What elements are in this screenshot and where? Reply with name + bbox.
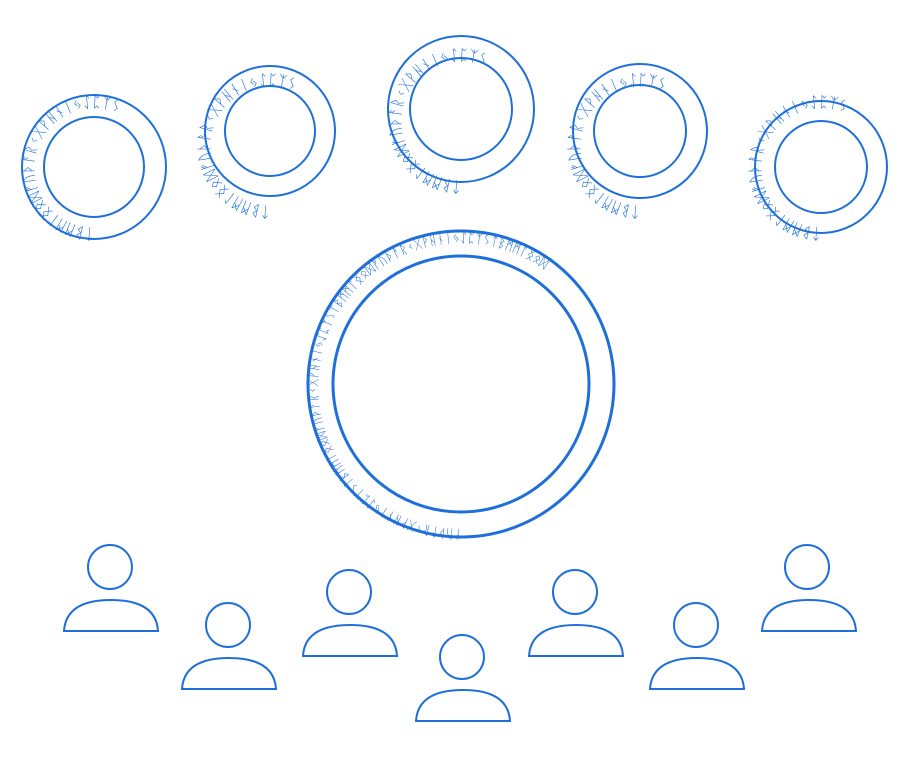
rune-ring-outer-circle bbox=[387, 35, 535, 183]
person-head bbox=[552, 569, 598, 615]
person-icon bbox=[648, 602, 746, 690]
large-rune-ring: ᚠᚢᚦᚨᚱᚲᚷᚹᚺᚾᛁᛃᛇᛈᛉᛊᛏᛒᛗᛗᛚᛝᛟᛞᚠᚢᚦᚨᚱᚲᚷᚹᚺᚾᛁᛃᛇᛈᛉᛊ… bbox=[305, 229, 616, 542]
rune-ring-inner-circle bbox=[43, 116, 145, 218]
person-body bbox=[301, 623, 399, 657]
large-ring-outer-circle bbox=[306, 229, 616, 539]
person-head bbox=[673, 602, 719, 648]
rune-ring-outer-circle bbox=[572, 63, 708, 199]
rune-ring-text: ᛏᛒᛗᛗᛚᛝᛟᛞᚠᚢᚦᚨᚱᚲᚷᚹᚺᚾᛁᛃᛇᛈᛉᛊ bbox=[386, 46, 490, 196]
person-body bbox=[180, 656, 278, 690]
rune-ring-outer-circle bbox=[21, 94, 167, 240]
rune-ring-outer-circle bbox=[754, 100, 888, 234]
rune-ring-inner-circle bbox=[593, 84, 687, 178]
person-icon bbox=[62, 544, 160, 632]
rune-ring-inner-circle bbox=[409, 57, 513, 161]
rune-ring-4: ᛏᛒᛗᛗᛚᛝᛟᛞᚠᚢᚦᚨᚱᚲᚷᚹᚺᚾᛁᛃᛇᛈᛉᛊ bbox=[565, 63, 708, 221]
rune-ring-inner-circle bbox=[774, 120, 868, 214]
rune-ring-text: ᛏᛒᛗᛗᛚᛝᛟᛞᚠᚢᚦᚨᚱᚲᚷᚹᚺᚾᛁᛃᛇᛈᛉᛊ bbox=[565, 71, 669, 221]
person-icon bbox=[414, 634, 512, 722]
person-body bbox=[414, 688, 512, 722]
rune-ring-5: ᛏᛒᛗᛗᛚᛝᛟᛞᚠᚢᚦᚨᚱᚲᚷᚹᚺᚾᛁᛃᛇᛈᛉᛊ bbox=[746, 93, 888, 243]
rune-ring-inner-circle bbox=[224, 85, 316, 177]
rune-ring-3: ᛏᛒᛗᛗᛚᛝᛟᛞᚠᚢᚦᚨᚱᚲᚷᚹᚺᚾᛁᛃᛇᛈᛉᛊ bbox=[386, 35, 535, 196]
rune-ring-1: ᛏᛒᛗᛗᛚᛝᛟᛞᚠᚢᚦᚨᚱᚲᚷᚹᚺᚾᛁᛃᛇᛈᛉᛊ bbox=[19, 93, 167, 243]
rune-ring-text: ᛏᛒᛗᛗᛚᛝᛟᛞᚠᚢᚦᚨᚱᚲᚷᚹᚺᚾᛁᛃᛇᛈᛉᛊ bbox=[746, 93, 850, 243]
rune-ring-text: ᛏᛒᛗᛗᛚᛝᛟᛞᚠᚢᚦᚨᚱᚲᚷᚹᚺᚾᛁᛃᛇᛈᛉᛊ bbox=[195, 71, 299, 221]
person-icon bbox=[180, 602, 278, 690]
person-body bbox=[62, 598, 160, 632]
person-body bbox=[760, 598, 858, 632]
person-head bbox=[439, 634, 485, 680]
person-head bbox=[326, 569, 372, 615]
person-head bbox=[205, 602, 251, 648]
rune-ring-outer-circle bbox=[204, 65, 336, 197]
person-icon bbox=[760, 544, 858, 632]
person-body bbox=[648, 656, 746, 690]
person-icon bbox=[301, 569, 399, 657]
large-ring-text: ᚠᚢᚦᚨᚱᚲᚷᚹᚺᚾᛁᛃᛇᛈᛉᛊᛏᛒᛗᛗᛚᛝᛟᛞᚠᚢᚦᚨᚱᚲᚷᚹᚺᚾᛁᛃᛇᛈᛉᛊ… bbox=[305, 230, 552, 542]
person-head bbox=[784, 544, 830, 590]
rune-ring-text: ᛏᛒᛗᛗᛚᛝᛟᛞᚠᚢᚦᚨᚱᚲᚷᚹᚺᚾᛁᛃᛇᛈᛉᛊ bbox=[19, 93, 123, 243]
person-icon bbox=[527, 569, 625, 657]
rune-ring-2: ᛏᛒᛗᛗᛚᛝᛟᛞᚠᚢᚦᚨᚱᚲᚷᚹᚺᚾᛁᛃᛇᛈᛉᛊ bbox=[195, 65, 336, 221]
person-head bbox=[87, 544, 133, 590]
person-body bbox=[527, 623, 625, 657]
large-ring-inner-circle bbox=[331, 254, 591, 514]
